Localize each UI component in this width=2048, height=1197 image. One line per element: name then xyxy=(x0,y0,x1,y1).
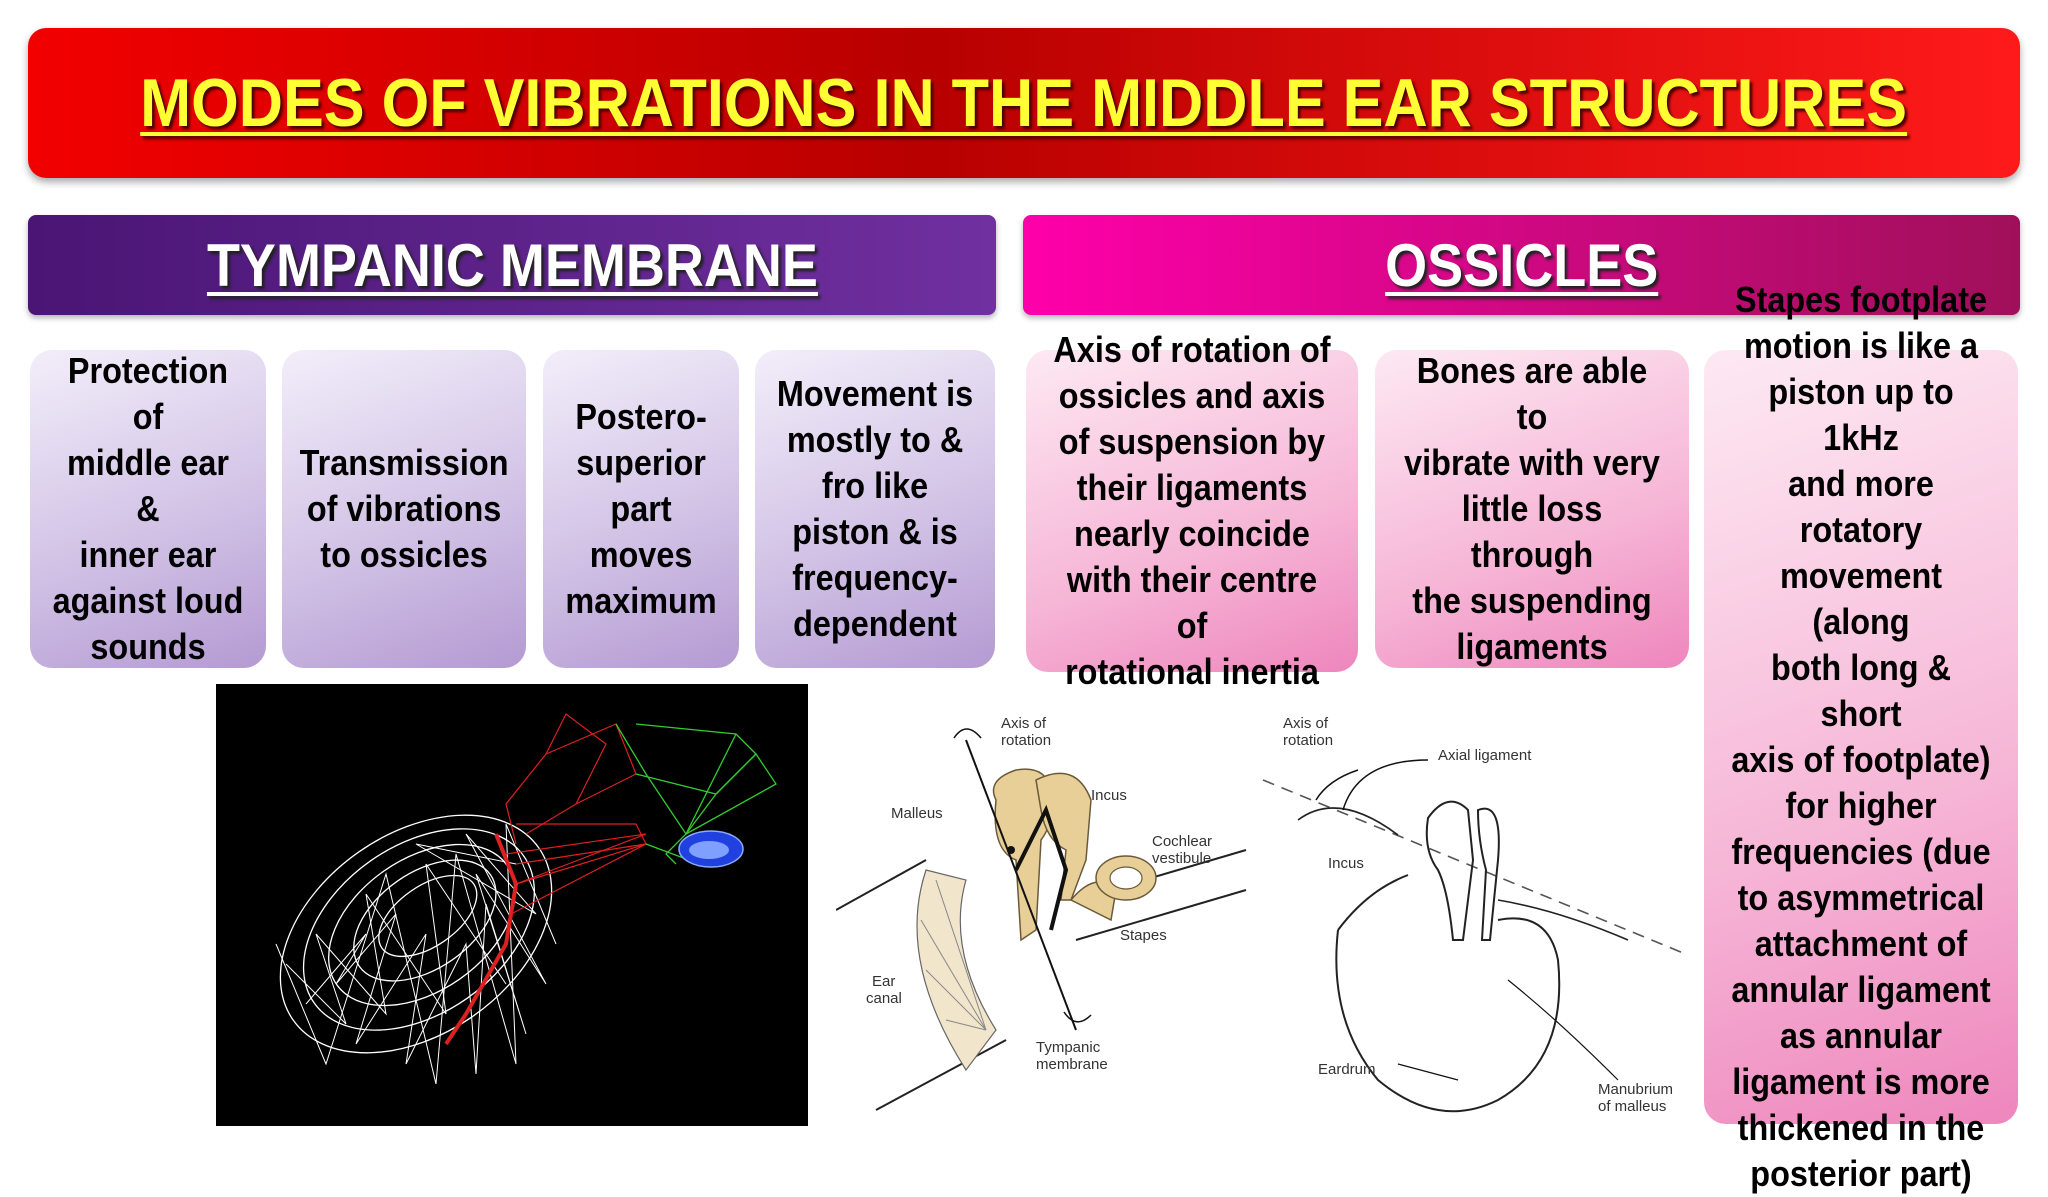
tympanic-card-movement-text: Movement is mostly to & fro like piston … xyxy=(776,373,974,644)
ossicles-card-axis-text: Axis of rotation of ossicles and axis of… xyxy=(1053,329,1331,692)
title-banner: MODES OF VIBRATIONS IN THE MIDDLE EAR ST… xyxy=(28,28,2020,178)
ossicles-card-bones-text: Bones are able to vibrate with very litt… xyxy=(1404,350,1660,667)
tympanic-card-protection-text: Protection of middle ear & inner ear aga… xyxy=(52,350,244,667)
ossicles-title: OSSICLES xyxy=(1384,231,1659,299)
page-title: MODES OF VIBRATIONS IN THE MIDDLE EAR ST… xyxy=(140,65,1908,141)
diag1-cochlear-line1: Cochlear xyxy=(1152,833,1212,850)
tympanic-card-transmission: Transmission of vibrations to ossicles xyxy=(282,350,526,668)
diag2-incus-label: Incus xyxy=(1328,855,1364,872)
tympanic-card-transmission-text: Transmission of vibrations to ossicles xyxy=(299,442,509,575)
diag2-manubrium-line1: Manubrium xyxy=(1598,1081,1673,1098)
ossicles-card-stapes-text: Stapes footplate motion is like a piston… xyxy=(1731,279,1991,1194)
tympanic-membrane-wireframe-image xyxy=(216,684,808,1126)
diag1-ear-canal-line1: Ear xyxy=(872,973,895,990)
ossicles-card-axis: Axis of rotation of ossicles and axis of… xyxy=(1026,329,1358,692)
diag1-stapes-label: Stapes xyxy=(1120,927,1167,944)
diag2-axis-line1: Axis of xyxy=(1283,715,1329,732)
ossicles-header: OSSICLES xyxy=(1023,215,2020,315)
diag2-axial-ligament-label: Axial ligament xyxy=(1438,747,1532,764)
diag1-ear-canal-line2: canal xyxy=(866,990,902,1007)
diag1-cochlear-line2: vestibule xyxy=(1152,850,1211,867)
tympanic-membrane-header: TYMPANIC MEMBRANE xyxy=(28,215,996,315)
diag2-eardrum-label: Eardrum xyxy=(1318,1061,1376,1078)
ossicles-card-stapes: Stapes footplate motion is like a piston… xyxy=(1704,279,2018,1194)
wireframe-svg xyxy=(275,713,777,1085)
ossicles-card-bones: Bones are able to vibrate with very litt… xyxy=(1375,350,1689,668)
tympanic-card-posterosuperior: Postero- superior part moves maximum xyxy=(543,350,739,668)
diag2-axis-line2: rotation xyxy=(1283,732,1333,749)
diag1-incus-label: Incus xyxy=(1091,787,1127,804)
tympanic-card-posterosuperior-text: Postero- superior part moves maximum xyxy=(565,396,717,621)
diag2-manubrium-line2: of malleus xyxy=(1598,1098,1666,1115)
tympanic-membrane-title: TYMPANIC MEMBRANE xyxy=(206,231,818,299)
tympanic-card-movement: Movement is mostly to & fro like piston … xyxy=(755,350,995,668)
diag1-axis-line1: Axis of xyxy=(1001,715,1047,732)
diag1-malleus-label: Malleus xyxy=(891,805,943,822)
diag1-tympanic-line2: membrane xyxy=(1036,1056,1108,1073)
diag1-tympanic-line1: Tympanic xyxy=(1036,1039,1101,1056)
diag1-axis-line2: rotation xyxy=(1001,732,1051,749)
tympanic-card-protection: Protection of middle ear & inner ear aga… xyxy=(30,350,266,668)
